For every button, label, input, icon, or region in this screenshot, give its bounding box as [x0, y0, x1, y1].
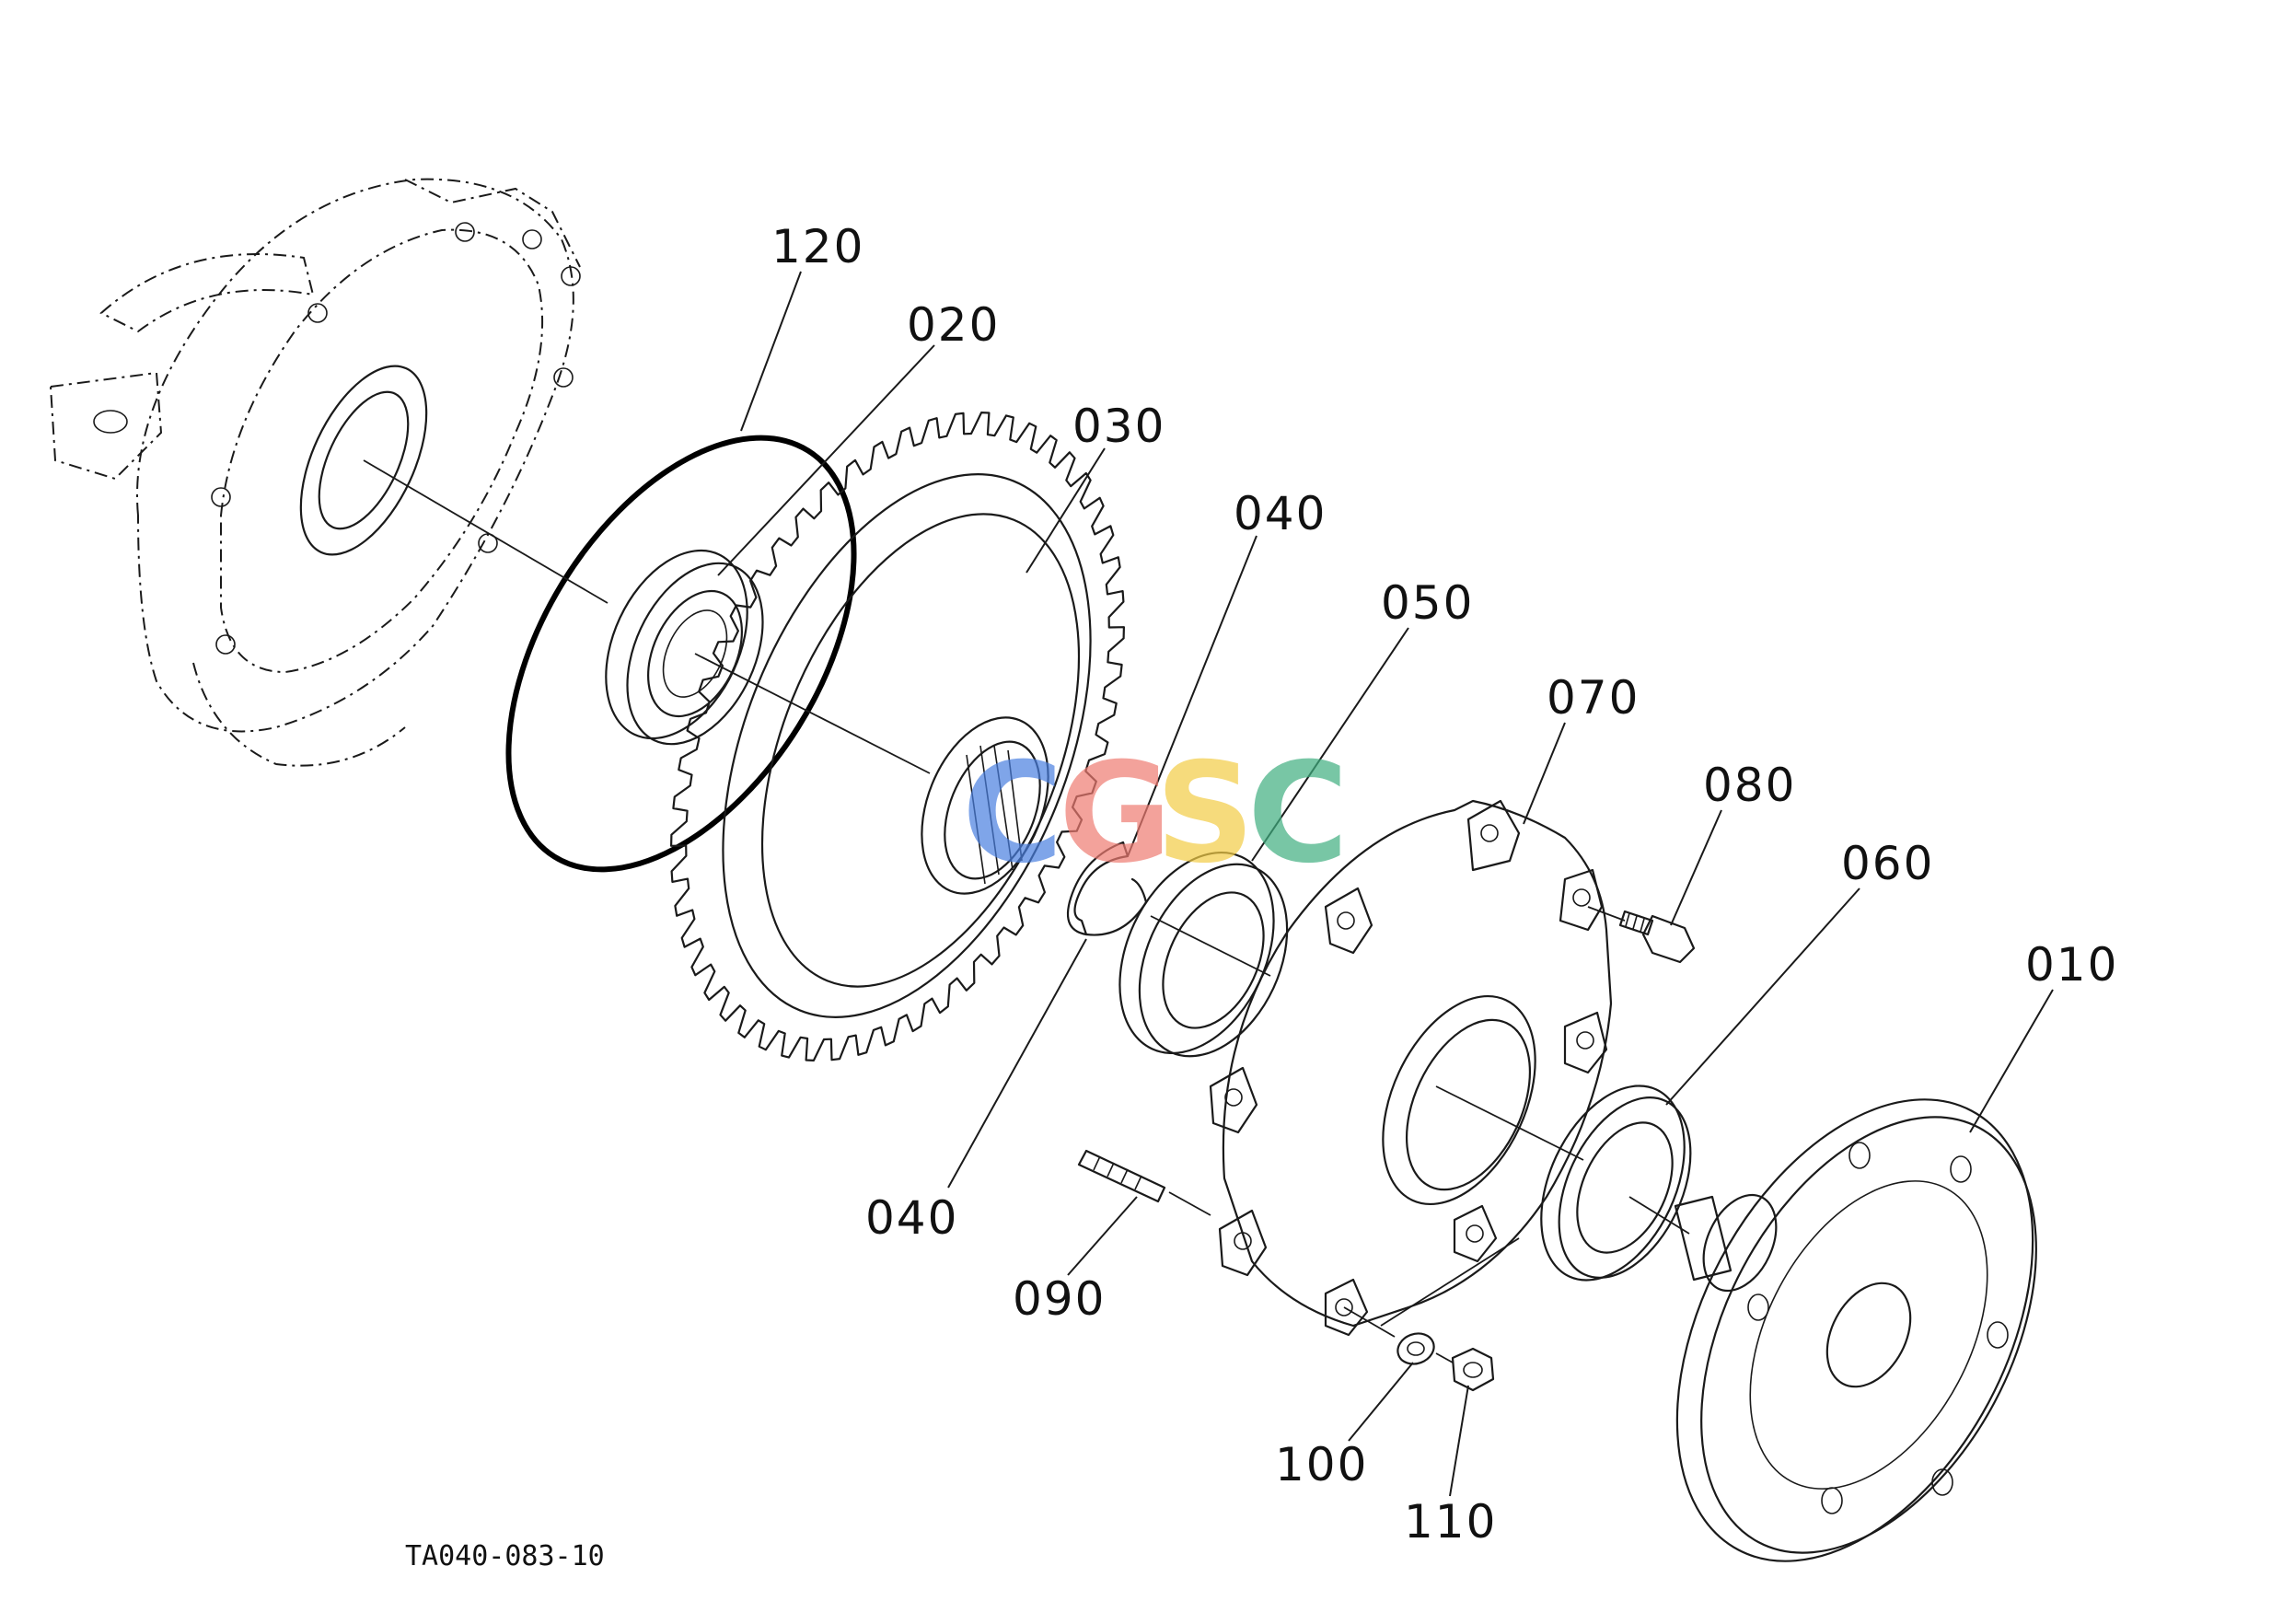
callout-060: 060	[1841, 837, 1934, 890]
callout-080: 080	[1703, 759, 1796, 812]
callout-030: 030	[1072, 400, 1165, 453]
watermark-letter-1: C	[962, 734, 1063, 894]
callout-050: 050	[1381, 576, 1474, 630]
watermark-logo: C G S C	[962, 734, 1349, 894]
callout-100: 100	[1275, 1438, 1368, 1491]
gear-030	[670, 412, 1125, 1061]
washer-100	[1396, 1332, 1435, 1365]
housing-assembly	[49, 178, 581, 767]
callout-020: 020	[907, 298, 1000, 352]
nut-110	[1451, 1347, 1495, 1392]
stud-090	[1077, 1149, 1166, 1203]
callout-040-upper: 040	[1234, 487, 1327, 540]
bolt-080	[1618, 910, 1696, 964]
bearing-050	[1118, 851, 1289, 1058]
callout-070: 070	[1547, 671, 1640, 725]
callout-090: 090	[1013, 1272, 1106, 1326]
bearing-020	[605, 549, 764, 746]
assembly-axis-lines	[363, 459, 1690, 1363]
callout-120: 120	[771, 220, 864, 273]
leader-lines	[717, 271, 2054, 1497]
watermark-letter-4: C	[1247, 734, 1349, 894]
callout-labels: 120 020 030 040 050 070 080 060 010 040 …	[771, 220, 2118, 1549]
callout-110: 110	[1404, 1495, 1497, 1549]
drawing-reference-code: TA040-083-10	[405, 1540, 605, 1572]
seal-060	[1540, 1085, 1692, 1282]
watermark-letter-3: S	[1155, 734, 1255, 894]
callout-010: 010	[2025, 938, 2118, 992]
callout-040-lower: 040	[865, 1191, 958, 1245]
o-ring-120	[505, 435, 857, 873]
flange-shaft-010	[1674, 1098, 2037, 1562]
watermark-letter-2: G	[1059, 734, 1172, 894]
